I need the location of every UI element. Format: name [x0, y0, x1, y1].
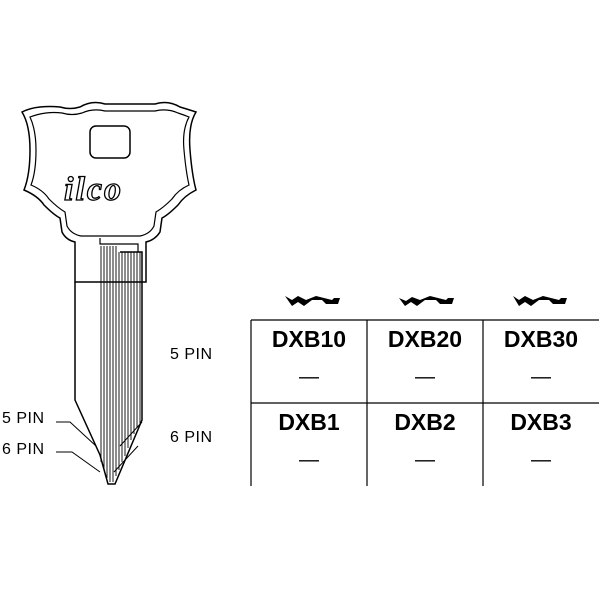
cell-value: — — [299, 366, 319, 388]
row-label-5-pin: 5 PIN — [170, 346, 213, 363]
table-cell: DXB3 — — [483, 403, 599, 486]
key-code: DXB2 — [394, 409, 456, 435]
keyway-profile-icon — [399, 296, 454, 306]
key-ring-slot — [89, 125, 131, 159]
table-cell: DXB10 — — [251, 320, 367, 403]
keyway-profile-icon — [513, 296, 567, 306]
pin-leader-5 — [56, 421, 97, 447]
key-code: DXB30 — [503, 326, 579, 352]
key-code: DXB20 — [387, 326, 463, 352]
cell-value: — — [531, 449, 551, 471]
pin-leader-6 — [56, 451, 101, 473]
table-cell: DXB1 — — [251, 403, 367, 486]
table-grid-lines — [250, 319, 599, 486]
key-code-table: DXB10 — DXB20 — DXB30 — DXB1 — DXB2 — DX… — [251, 320, 599, 486]
key-head-inner-outline — [29, 109, 190, 237]
table-cell: DXB30 — — [483, 320, 599, 403]
keyway-profile-icon — [285, 296, 340, 306]
ilco-logo: ilco — [64, 171, 123, 208]
key-blade-grooves — [100, 246, 141, 482]
row-label-6-pin: 6 PIN — [170, 429, 213, 446]
key-code: DXB3 — [510, 409, 572, 435]
pin-leader-6-right — [113, 445, 139, 473]
key-shoulder — [99, 238, 139, 252]
left-label-6-pin: 6 PIN — [2, 441, 45, 458]
key-code: DXB10 — [271, 326, 347, 352]
key-head-outline — [20, 101, 198, 283]
pin-leader-5-right — [119, 421, 143, 447]
table-cell: DXB2 — — [367, 403, 483, 486]
cell-value: — — [531, 366, 551, 388]
table-cell: DXB20 — — [367, 320, 483, 403]
cell-value: — — [415, 366, 435, 388]
key-blade-outline — [74, 251, 143, 485]
cell-value: — — [299, 449, 319, 471]
cell-value: — — [415, 449, 435, 471]
key-code: DXB1 — [278, 409, 340, 435]
left-label-5-pin: 5 PIN — [2, 410, 45, 427]
